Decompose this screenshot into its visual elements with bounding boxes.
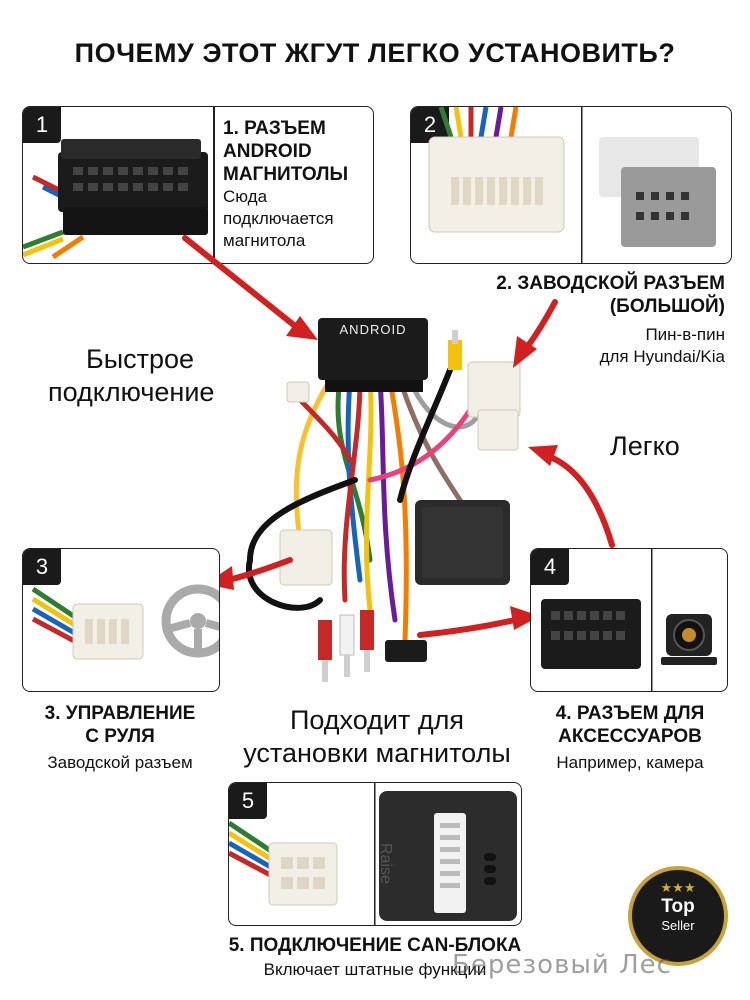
android-label: ANDROID: [339, 322, 407, 337]
panel-number: 5: [229, 783, 267, 819]
panel-3-text: 3. УПРАВЛЕНИЕ С РУЛЯ Заводской разъем: [22, 702, 218, 774]
android-connector-image: [23, 139, 208, 260]
factory-connector-image: [428, 107, 716, 263]
panel-number: 3: [23, 549, 61, 585]
panel-heading-line: МАГНИТОЛЫ: [223, 164, 349, 185]
panel-4-text: 4. РАЗЪЕМ ДЛЯ АКСЕССУАРОВ Например, каме…: [530, 702, 730, 774]
panel-steering-control: 3: [22, 548, 220, 692]
suits-callout: Подходит для установки магнитолы: [232, 704, 522, 770]
panel-text: Например, камера: [556, 753, 704, 772]
watermark: Березовый Лес: [452, 950, 672, 980]
badge-stars: ★★★: [660, 880, 696, 895]
top-seller-badge: ★★★ Top Seller: [628, 866, 728, 966]
panel-number: 4: [531, 549, 569, 585]
quick-connect-callout: Быстрое подключение: [48, 343, 214, 409]
panel-accessory-connector: 4: [530, 548, 728, 692]
panel-1-text: 1. РАЗЪЕМ ANDROID МАГНИТОЛЫ Сюда подключ…: [223, 117, 371, 252]
badge-seller: Seller: [661, 918, 695, 933]
panel-5-text: 5. ПОДКЛЮЧЕНИЕ CAN-БЛОКА Включает штатны…: [190, 934, 560, 981]
panel-text-line: для Hyundai/Kia: [599, 347, 725, 366]
badge-top: Top: [661, 896, 695, 917]
panel-heading-line: (БОЛЬШОЙ): [609, 296, 725, 317]
can-box-label: Raise: [377, 843, 394, 884]
panel-heading-line: 4. РАЗЪЕМ ДЛЯ: [555, 703, 705, 724]
callout-line: установки магнитолы: [243, 738, 511, 768]
panel-number: 1: [23, 107, 61, 143]
panel-heading: 5. ПОДКЛЮЧЕНИЕ CAN-БЛОКА: [228, 935, 522, 956]
panel-heading-line: ANDROID: [223, 141, 312, 162]
panel-heading-line: АКСЕССУАРОВ: [558, 726, 702, 747]
panel-can-module: 5 Raise: [228, 782, 522, 926]
accessory-connector-image: [541, 549, 717, 691]
panel-text-line: подключается: [223, 209, 334, 228]
panel-heading-line: 1. РАЗЪЕМ: [223, 118, 326, 139]
callout-line: Быстрое: [86, 344, 195, 374]
callout-line: Подходит для: [289, 705, 465, 735]
panel-heading-line: 2. ЗАВОДСКОЙ РАЗЪЕМ: [496, 273, 725, 294]
panel-text-line: Пин-в-пин: [645, 325, 725, 344]
steering-connector-image: [31, 584, 219, 660]
panel-text-line: магнитола: [223, 231, 306, 250]
panel-divider: [213, 107, 215, 263]
page-title: ПОЧЕМУ ЭТОТ ЖГУТ ЛЕГКО УСТАНОВИТЬ?: [74, 38, 676, 68]
panel-android-connector: 1 1. РАЗЪЕМ ANDROID МАГНИТОЛЫ Сюда подкл…: [22, 106, 374, 264]
panel-heading-line: С РУЛЯ: [85, 726, 155, 747]
can-module-image: [229, 783, 517, 925]
easy-callout: Легко: [610, 431, 680, 461]
panel-text: Заводской разъем: [47, 753, 193, 772]
panel-text: Включает штатные функции: [263, 960, 487, 979]
panel-text-line: Сюда: [223, 187, 268, 206]
panel-2-text: 2. ЗАВОДСКОЙ РАЗЪЕМ (БОЛЬШОЙ) Пин-в-пин …: [440, 272, 725, 368]
panel-heading-line: 3. УПРАВЛЕНИЕ: [44, 703, 196, 724]
callout-line: подключение: [48, 377, 215, 407]
panel-factory-connector: 2: [410, 106, 732, 264]
